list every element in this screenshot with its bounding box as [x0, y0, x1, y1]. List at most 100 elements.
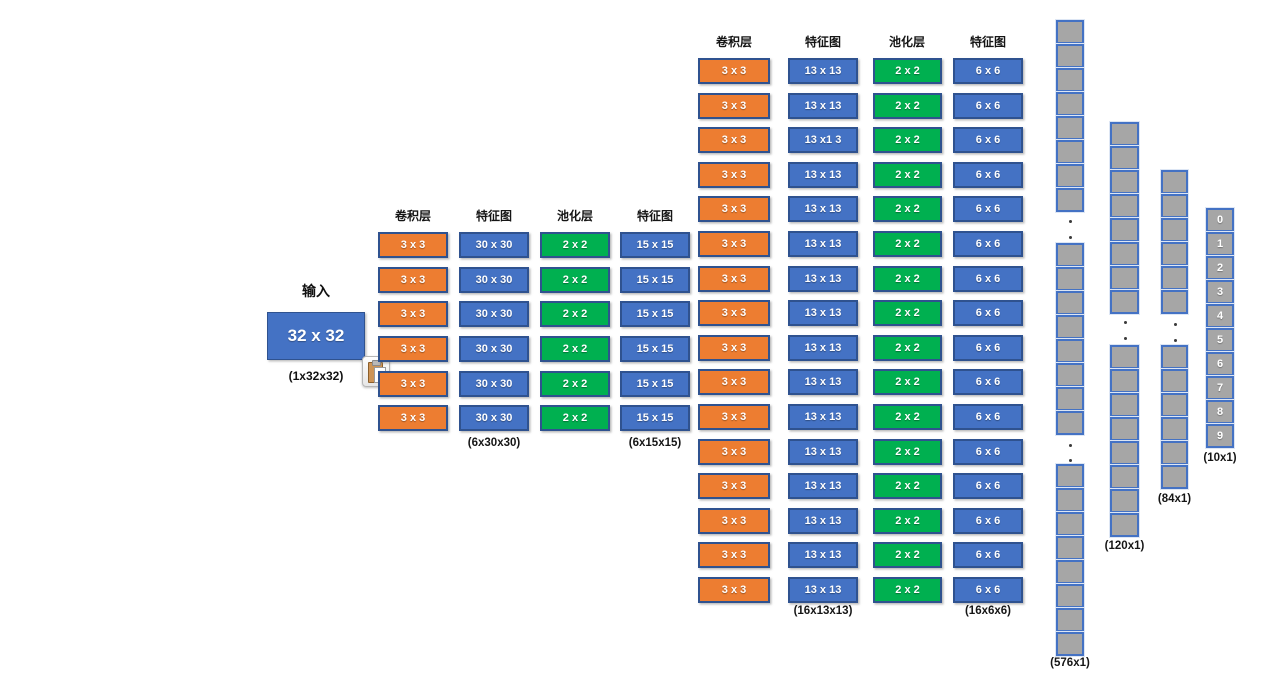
- feature-map-box: 15 x 15: [620, 405, 690, 431]
- fc-caption: (576x1): [1050, 657, 1090, 669]
- input-box: 32 x 32: [267, 312, 365, 360]
- conv-kernel-box: 3 x 3: [698, 231, 770, 257]
- feature-map-box: 6 x 6: [953, 335, 1023, 361]
- pooling-box: 2 x 2: [873, 508, 942, 534]
- neuron-cell: [1056, 632, 1084, 656]
- fc-caption: (84x1): [1157, 493, 1192, 505]
- neuron-cell: [1056, 608, 1084, 632]
- feature-map-box: 6 x 6: [953, 266, 1023, 292]
- output-cell: 6: [1206, 352, 1234, 376]
- feature-map-box: 13 x 13: [788, 231, 858, 257]
- block2-header-feat: 特征图: [804, 35, 842, 49]
- neuron-cell: [1056, 164, 1084, 188]
- feature-map-box: 30 x 30: [459, 301, 529, 327]
- conv-kernel-box: 3 x 3: [378, 336, 448, 362]
- conv-kernel-box: 3 x 3: [698, 335, 770, 361]
- feature-map-box: 13 x 13: [788, 508, 858, 534]
- neuron-cell: [1161, 290, 1188, 314]
- feature-map-box: 30 x 30: [459, 371, 529, 397]
- neuron-cell: [1056, 68, 1084, 92]
- neuron-cell: [1056, 315, 1084, 339]
- output-cell: 4: [1206, 304, 1234, 328]
- ellipsis-dot: [1173, 339, 1177, 342]
- clipboard-clip-icon: [372, 360, 381, 366]
- ellipsis-dot: [1123, 321, 1127, 324]
- neuron-cell: [1056, 560, 1084, 584]
- pooling-box: 2 x 2: [873, 300, 942, 326]
- pooling-box: 2 x 2: [873, 542, 942, 568]
- neuron-cell: [1161, 170, 1188, 194]
- neuron-cell: [1110, 393, 1139, 417]
- feature-map-box: 6 x 6: [953, 162, 1023, 188]
- feature-map-box: 13 x 13: [788, 473, 858, 499]
- neuron-cell: [1161, 194, 1188, 218]
- neuron-cell: [1161, 369, 1188, 393]
- neuron-cell: [1110, 345, 1139, 369]
- conv-kernel-box: 3 x 3: [698, 369, 770, 395]
- feature-map-box: 13 x 13: [788, 404, 858, 430]
- pooling-box: 2 x 2: [873, 577, 942, 603]
- feature-map-box: 13 x 13: [788, 542, 858, 568]
- feature-map-box: 13 x 13: [788, 300, 858, 326]
- feature-map-box: 30 x 30: [459, 336, 529, 362]
- ellipsis-dot: [1069, 236, 1072, 239]
- pooling-box: 2 x 2: [873, 127, 942, 153]
- feature-map-box: 6 x 6: [953, 404, 1023, 430]
- neuron-cell: [1056, 44, 1084, 68]
- conv-kernel-box: 3 x 3: [378, 232, 448, 258]
- neuron-cell: [1056, 243, 1084, 267]
- conv-kernel-box: 3 x 3: [378, 371, 448, 397]
- feature-map-box: 6 x 6: [953, 508, 1023, 534]
- output-cell: 3: [1206, 280, 1234, 304]
- feature-map-box: 13 x 13: [788, 335, 858, 361]
- neuron-cell: [1110, 369, 1139, 393]
- block2-header-pool: 池化层: [888, 35, 926, 49]
- neuron-cell: [1110, 242, 1139, 266]
- feature-map-box: 15 x 15: [620, 301, 690, 327]
- neuron-cell: [1161, 393, 1188, 417]
- neuron-cell: [1056, 387, 1084, 411]
- pooling-box: 2 x 2: [540, 405, 610, 431]
- pooling-box: 2 x 2: [873, 335, 942, 361]
- neuron-cell: [1110, 441, 1139, 465]
- pooling-box: 2 x 2: [540, 371, 610, 397]
- pooling-box: 2 x 2: [540, 267, 610, 293]
- block1-header-feat2: 特征图: [636, 209, 674, 223]
- neuron-cell: [1110, 417, 1139, 441]
- feature-map-box: 30 x 30: [459, 405, 529, 431]
- block1-header-pool: 池化层: [556, 209, 594, 223]
- pooling-box: 2 x 2: [873, 196, 942, 222]
- pooling-box: 2 x 2: [873, 93, 942, 119]
- feature-map-box: 13 x 13: [788, 196, 858, 222]
- neuron-cell: [1110, 465, 1139, 489]
- block1-header-feat: 特征图: [475, 209, 513, 223]
- output-cell: 5: [1206, 328, 1234, 352]
- ellipsis-dot: [1123, 337, 1127, 340]
- neuron-cell: [1056, 411, 1084, 435]
- neuron-cell: [1110, 194, 1139, 218]
- conv-kernel-box: 3 x 3: [378, 301, 448, 327]
- block1-feature-caption: (6x30x30): [467, 437, 521, 449]
- output-cell: 2: [1206, 256, 1234, 280]
- conv-kernel-box: 3 x 3: [698, 508, 770, 534]
- feature-map-box: 6 x 6: [953, 300, 1023, 326]
- neuron-cell: [1161, 266, 1188, 290]
- ellipsis-dot: [1069, 220, 1072, 223]
- neuron-cell: [1056, 291, 1084, 315]
- neuron-cell: [1056, 536, 1084, 560]
- feature-map-box: 30 x 30: [459, 232, 529, 258]
- conv-kernel-box: 3 x 3: [698, 300, 770, 326]
- block2-header-conv: 卷积层: [715, 35, 753, 49]
- conv-kernel-box: 3 x 3: [698, 58, 770, 84]
- pooling-box: 2 x 2: [873, 369, 942, 395]
- neuron-cell: [1110, 122, 1139, 146]
- neuron-cell: [1056, 267, 1084, 291]
- conv-kernel-box: 3 x 3: [698, 162, 770, 188]
- ellipsis-dot: [1173, 323, 1177, 326]
- feature-map-box: 6 x 6: [953, 127, 1023, 153]
- pooling-box: 2 x 2: [873, 266, 942, 292]
- feature-map-box: 6 x 6: [953, 196, 1023, 222]
- conv-kernel-box: 3 x 3: [698, 577, 770, 603]
- block1-pooled-caption: (6x15x15): [628, 437, 682, 449]
